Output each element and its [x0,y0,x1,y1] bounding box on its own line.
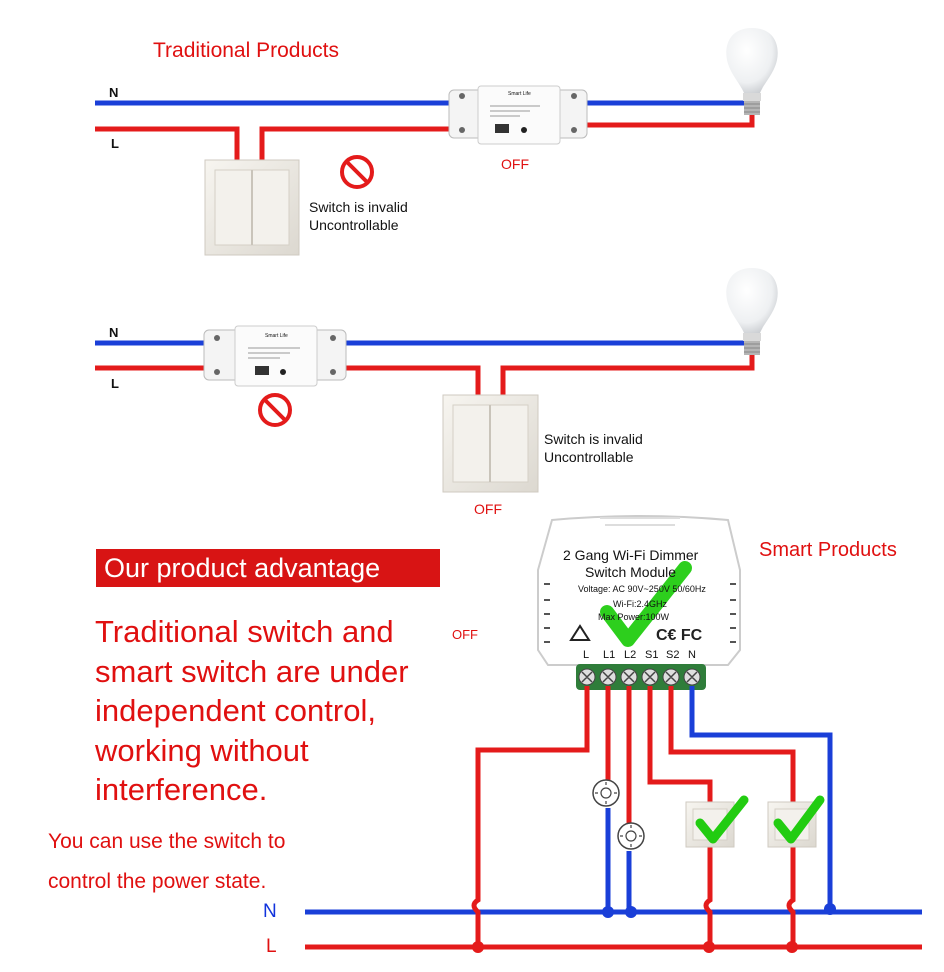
switch-plate-2 [442,394,539,493]
bulb-2 [726,268,778,355]
wire-n-label-1: N [109,85,119,100]
note-line: control the power state. [48,870,267,893]
section-1-wiring [95,100,755,160]
description-line: Traditional switch and [95,614,394,649]
advantage-note: You can use the switch to control the po… [48,822,285,902]
terminal-s2: S2 [666,649,680,661]
smart-products-title: Smart Products [759,539,897,561]
smart-module: C€ FC [537,515,741,690]
module-side-pins-left [544,583,550,643]
module-voltage: Voltage: AC 90V~250V 50/60Hz [578,584,706,594]
no-sign-1 [340,155,374,189]
section-2-wiring [95,340,755,395]
description-line: independent control, [95,693,376,728]
module-brand-2: Smart Life [265,333,288,339]
warning-line1-1: Switch is invalid [309,199,408,215]
terminal-l1: L1 [603,649,616,661]
terminal-l: L [583,649,590,661]
svg-text:C€ FC: C€ FC [656,627,703,644]
no-sign-2 [258,393,292,427]
module-side-pins-right [730,583,736,643]
switch-plate-1 [204,159,300,256]
module-line1: 2 Gang Wi-Fi Dimmer [563,547,699,563]
advantage-description: Traditional switch and smart switch are … [95,612,409,810]
terminal-screws [578,668,701,686]
wire-l-label-1: L [111,136,119,151]
bulb-1 [726,28,778,115]
wire-l-2b [339,365,481,395]
bus-l-label: L [266,936,277,957]
description-line: working without [95,732,309,768]
note-line: You can use the switch to [48,830,286,853]
wire-l-1a [95,126,240,160]
warning-line2-1: Uncontrollable [309,217,399,233]
traditional-title: Traditional Products [153,39,339,62]
lamp-symbol-2 [617,822,645,850]
status-off-2: OFF [474,501,502,517]
wire-l-1c [580,112,755,128]
advantage-title: Our product advantage [96,549,440,587]
check-icon-switch-2 [773,795,825,844]
description-line: smart switch are under [95,653,409,689]
module-1 [448,85,588,145]
module-line2: Switch Module [585,564,677,580]
wire-l-1b [259,126,455,160]
module-power: Max Power:100W [598,612,670,622]
warning-line1-2: Switch is invalid [544,431,643,447]
module-2 [203,325,347,387]
check-icon-module [600,561,692,647]
off-label-smart: OFF [452,627,478,642]
warning-line2-2: Uncontrollable [544,449,634,465]
check-icon-switch-1 [695,795,749,844]
bus-n-label: N [263,901,277,922]
lamp-symbol-1 [592,779,620,807]
smart-wiring [305,686,922,953]
wire-l-label-2: L [111,376,119,391]
module-wifi: Wi-Fi:2.4GHz [613,599,667,609]
status-off-1: OFF [501,156,529,172]
module-brand-1: Smart Life [508,91,531,97]
description-line: interference. [95,772,268,807]
wire-l-2c [500,352,755,395]
terminal-s1: S1 [645,649,659,661]
terminal-l2: L2 [624,649,637,661]
wire-n-label-2: N [109,325,119,340]
terminal-n: N [688,649,696,661]
